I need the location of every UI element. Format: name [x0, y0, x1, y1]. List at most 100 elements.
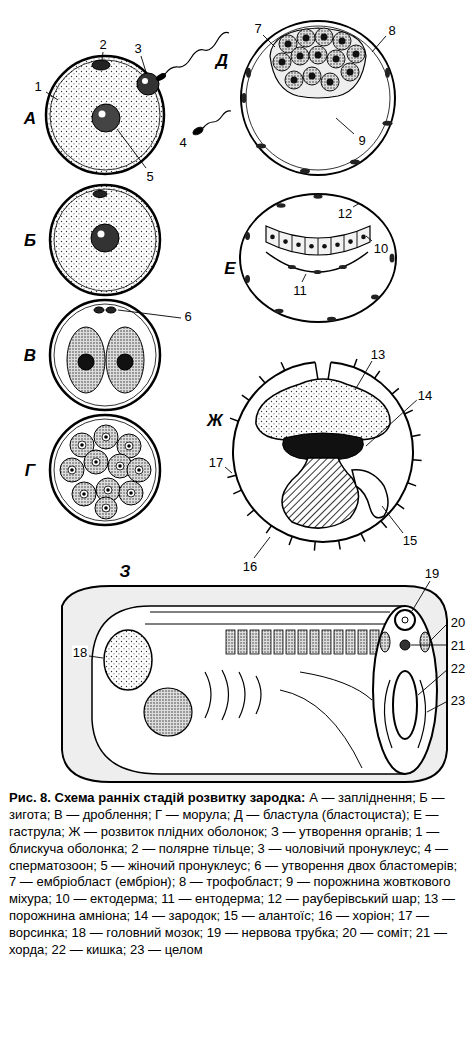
gastrula [266, 226, 370, 255]
embryo-organs [334, 630, 343, 654]
callout-number: 11 [292, 284, 308, 297]
morula [68, 433, 143, 512]
gastrula [296, 242, 301, 247]
figure-caption-block: Рис. 8. Схема ранніх стадій розвитку зар… [9, 790, 467, 959]
morula [72, 482, 96, 506]
embryo-organs [400, 640, 410, 650]
morula [137, 468, 141, 472]
blastocyst [279, 34, 360, 86]
zygote [93, 191, 107, 198]
fertilization-egg [203, 111, 231, 128]
blastocyst [315, 28, 333, 46]
callout-number: 21 [450, 639, 466, 652]
callout-number: 1 [33, 80, 42, 93]
two-blastomeres [50, 300, 181, 410]
panel-letter: З [119, 563, 132, 580]
gastrula [390, 254, 395, 263]
embryo-organs [226, 630, 235, 654]
callout-number: 8 [387, 24, 396, 37]
embryo-organs [286, 630, 295, 654]
morula [135, 466, 143, 474]
callout-number: 5 [145, 170, 154, 183]
blastocyst [350, 160, 360, 165]
blastocyst [303, 67, 321, 85]
figure-caption: А — запліднення; Б — зигота; В — дроблен… [9, 790, 457, 957]
figure-title: Рис. 8. Схема ранніх стадій розвитку зар… [9, 790, 305, 805]
blastocyst [333, 56, 340, 63]
zygote [50, 185, 160, 295]
blastocyst [241, 21, 395, 175]
callout-number: 17 [208, 456, 224, 469]
gastrula [245, 194, 395, 321]
morula [78, 441, 86, 449]
blastocyst [242, 93, 247, 103]
gastrula [270, 235, 366, 249]
fetal-membranes [225, 359, 422, 558]
gastrula [279, 231, 357, 255]
blastocyst [315, 52, 322, 59]
callout-number: 7 [253, 22, 262, 35]
embryo-organs [384, 680, 425, 748]
embryo-organs [144, 688, 192, 736]
fertilization-egg [99, 111, 106, 118]
blastocyst [385, 68, 390, 78]
morula [80, 443, 84, 447]
gastrula [283, 239, 288, 244]
zygote [98, 231, 105, 238]
callout-number: 15 [402, 534, 418, 547]
morula [50, 415, 160, 525]
embryo-organs [373, 606, 437, 774]
two-blastomeres [50, 300, 160, 410]
blastocyst [321, 34, 328, 41]
gastrula [327, 317, 336, 321]
morula [70, 468, 74, 472]
two-blastomeres [117, 354, 133, 370]
fetal-membranes [233, 362, 413, 542]
blastocyst [347, 69, 354, 76]
leader-line [118, 310, 181, 318]
panel-letter: Ж [206, 412, 224, 429]
leader-line [263, 35, 386, 134]
callout-number: 22 [450, 662, 466, 675]
blastocyst [309, 46, 327, 64]
blastocyst [291, 47, 309, 65]
embryo-organs [346, 630, 355, 654]
blastocyst [321, 73, 339, 91]
fertilization-egg [50, 60, 160, 170]
gastrula [275, 309, 284, 313]
morula [119, 481, 143, 505]
fetal-membranes [283, 433, 364, 461]
gastrula [309, 244, 314, 249]
blastocyst [246, 26, 390, 170]
fetal-membranes [352, 470, 388, 518]
gastrula [371, 295, 379, 300]
embryo-organs [393, 671, 417, 739]
morula [127, 444, 131, 448]
gastrula [270, 235, 275, 240]
blastocyst [327, 50, 345, 68]
gastrula [335, 242, 340, 247]
blastocyst [285, 71, 303, 89]
panel-letter: А [23, 110, 37, 127]
embryo-organs [92, 606, 405, 774]
gastrula [266, 252, 368, 272]
embryo-organs [145, 612, 390, 624]
embryo-organs [250, 630, 259, 654]
blastocyst [273, 53, 291, 71]
fertilization-egg [165, 32, 229, 74]
gastrula [322, 244, 327, 249]
fertilization-egg [142, 78, 148, 84]
callout-number: 20 [450, 616, 466, 629]
callout-number: 16 [242, 560, 258, 573]
blastocyst [285, 41, 292, 48]
gastrula [240, 194, 396, 322]
gastrula [288, 265, 347, 274]
zygote [54, 189, 156, 291]
embryo-organs [380, 632, 390, 652]
embryo-organs [280, 672, 372, 768]
morula [54, 419, 156, 521]
morula [104, 486, 112, 494]
callout-number: 13 [370, 348, 386, 361]
gastrula [361, 235, 366, 240]
morula [94, 460, 98, 464]
